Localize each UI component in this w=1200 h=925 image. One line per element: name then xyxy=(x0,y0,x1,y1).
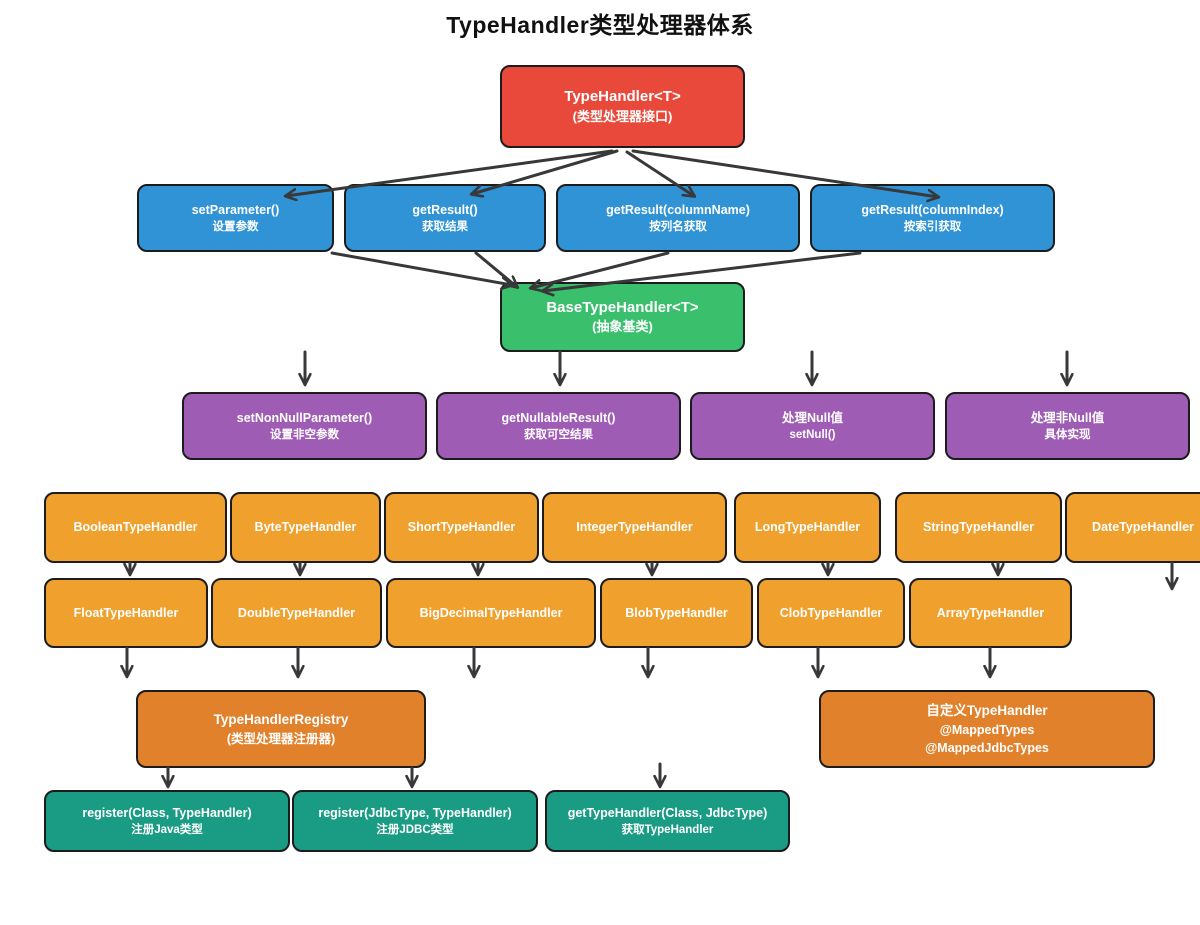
node-title: ArrayTypeHandler xyxy=(936,605,1045,620)
node-handle-nonnull: 处理非Null值 具体实现 xyxy=(945,392,1190,460)
node-title: register(JdbcType, TypeHandler) xyxy=(318,805,512,820)
node-title: 处理非Null值 xyxy=(1030,410,1105,425)
node-handle-null: 处理Null值 setNull() xyxy=(690,392,935,460)
node-title: register(Class, TypeHandler) xyxy=(82,805,252,820)
node-line1: 自定义TypeHandler xyxy=(926,703,1048,719)
node-title: StringTypeHandler xyxy=(923,520,1034,535)
node-register-jdbctype: register(JdbcType, TypeHandler) 注册JDBC类型 xyxy=(292,790,538,852)
node-line3: @MappedJdbcTypes xyxy=(925,740,1049,755)
node-subtitle: 注册JDBC类型 xyxy=(376,823,454,836)
node-subtitle: 按索引获取 xyxy=(903,220,962,233)
node-shorttypehandler: ShortTypeHandler xyxy=(384,492,539,563)
node-title: setNonNullParameter() xyxy=(236,410,373,425)
node-title: IntegerTypeHandler xyxy=(576,520,693,535)
node-getnullableresult: getNullableResult() 获取可空结果 xyxy=(436,392,681,460)
node-longtypehandler: LongTypeHandler xyxy=(734,492,881,563)
node-arraytypehandler: ArrayTypeHandler xyxy=(909,578,1072,648)
node-typehandler-interface: TypeHandler<T> (类型处理器接口) xyxy=(500,65,745,148)
node-line2: @MappedTypes xyxy=(939,722,1035,737)
node-bytetypehandler: ByteTypeHandler xyxy=(230,492,381,563)
node-register-class: register(Class, TypeHandler) 注册Java类型 xyxy=(44,790,290,852)
node-title: getNullableResult() xyxy=(501,410,616,425)
page-title: TypeHandler类型处理器体系 xyxy=(446,12,754,38)
node-floattypehandler: FloatTypeHandler xyxy=(44,578,208,648)
node-doubletypehandler: DoubleTypeHandler xyxy=(211,578,382,648)
node-subtitle: setNull() xyxy=(789,428,836,441)
node-subtitle: 获取TypeHandler xyxy=(621,823,714,836)
node-title: TypeHandler<T> xyxy=(564,88,681,106)
node-subtitle: 设置非空参数 xyxy=(270,428,339,441)
node-custom-typehandler: 自定义TypeHandler @MappedTypes @MappedJdbcT… xyxy=(819,690,1155,768)
node-integertypehandler: IntegerTypeHandler xyxy=(542,492,727,563)
node-getresult-columnindex: getResult(columnIndex) 按索引获取 xyxy=(810,184,1055,252)
node-title: BooleanTypeHandler xyxy=(73,520,198,535)
node-title: getTypeHandler(Class, JdbcType) xyxy=(567,805,768,820)
node-title: FloatTypeHandler xyxy=(73,605,179,620)
node-title: setParameter() xyxy=(191,202,280,217)
node-title: DateTypeHandler xyxy=(1092,520,1194,535)
node-title: 处理Null值 xyxy=(781,410,844,425)
node-basetypehandler: BaseTypeHandler<T> (抽象基类) xyxy=(500,282,745,352)
node-title: DoubleTypeHandler xyxy=(237,605,356,620)
node-gettypehandler: getTypeHandler(Class, JdbcType) 获取TypeHa… xyxy=(545,790,790,852)
node-subtitle: 获取可空结果 xyxy=(524,428,593,441)
node-title: getResult(columnIndex) xyxy=(861,202,1004,217)
node-datetypehandler: DateTypeHandler xyxy=(1065,492,1200,563)
node-setparameter: setParameter() 设置参数 xyxy=(137,184,334,252)
node-subtitle: (类型处理器注册器) xyxy=(226,731,336,746)
node-blobtypehandler: BlobTypeHandler xyxy=(600,578,753,648)
node-clobtypehandler: ClobTypeHandler xyxy=(757,578,905,648)
node-subtitle: (类型处理器接口) xyxy=(572,108,673,124)
node-title: ShortTypeHandler xyxy=(407,520,516,535)
node-title: BigDecimalTypeHandler xyxy=(419,605,563,620)
node-title: TypeHandlerRegistry xyxy=(213,712,349,728)
node-subtitle: 获取结果 xyxy=(422,220,468,233)
node-getresult-columnname: getResult(columnName) 按列名获取 xyxy=(556,184,800,252)
node-getresult: getResult() 获取结果 xyxy=(344,184,546,252)
node-setnonnullparameter: setNonNullParameter() 设置非空参数 xyxy=(182,392,427,460)
node-title: ByteTypeHandler xyxy=(254,520,357,535)
node-booleantypehandler: BooleanTypeHandler xyxy=(44,492,227,563)
node-subtitle: (抽象基类) xyxy=(592,319,653,335)
node-title: LongTypeHandler xyxy=(754,520,861,535)
node-title: BaseTypeHandler<T> xyxy=(546,298,699,316)
node-bigdecimaltypehandler: BigDecimalTypeHandler xyxy=(386,578,596,648)
node-subtitle: 设置参数 xyxy=(212,220,259,233)
node-title: getResult() xyxy=(412,202,478,217)
node-subtitle: 按列名获取 xyxy=(649,220,707,233)
node-title: BlobTypeHandler xyxy=(625,605,728,620)
node-subtitle: 具体实现 xyxy=(1044,428,1091,441)
node-title: getResult(columnName) xyxy=(606,202,750,217)
node-typehandlerregistry: TypeHandlerRegistry (类型处理器注册器) xyxy=(136,690,426,768)
node-subtitle: 注册Java类型 xyxy=(131,823,203,836)
node-stringtypehandler: StringTypeHandler xyxy=(895,492,1062,563)
node-title: ClobTypeHandler xyxy=(779,605,883,620)
